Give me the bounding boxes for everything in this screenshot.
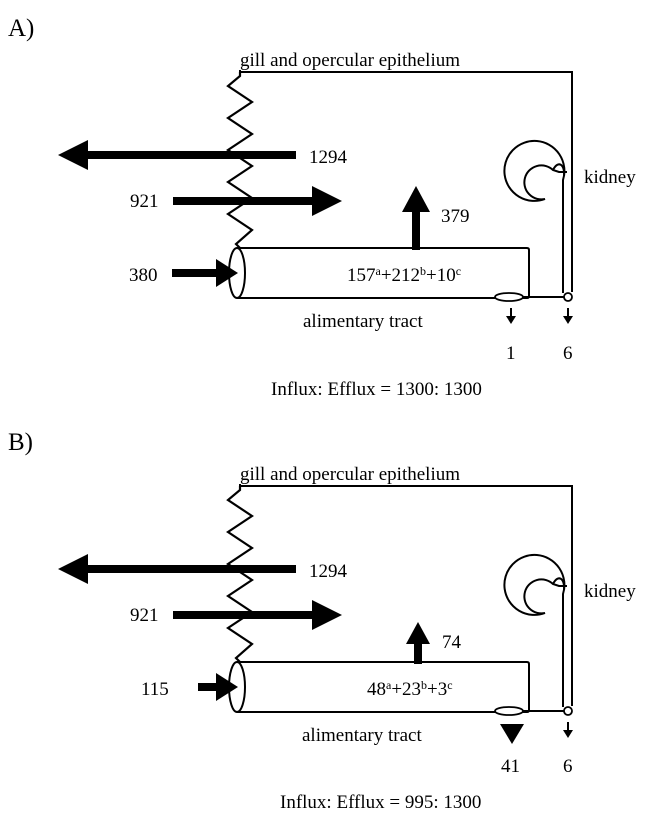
panel-a-label: A) xyxy=(8,15,34,42)
panel-a-gill-zigzag xyxy=(226,72,254,249)
panel-b: B) gill and opercular epithelium 1294 92… xyxy=(8,429,636,813)
panel-b-tract-excretion-arrow xyxy=(500,724,524,744)
panel-a-efflux-value: 1294 xyxy=(309,147,348,168)
panel-b-kidney-excretion-arrow xyxy=(563,722,573,738)
panel-b-outline xyxy=(239,484,573,706)
panel-b-absorption-value: 74 xyxy=(442,632,462,653)
panel-b-drinking-arrow xyxy=(198,673,238,701)
panel-a-outline xyxy=(239,70,573,292)
panel-b-absorption-arrow xyxy=(406,622,430,664)
panel-b-kidney-excretion-value: 6 xyxy=(563,756,573,777)
panel-b-label: B) xyxy=(8,429,33,456)
panel-b-membrane-label: gill and opercular epithelium xyxy=(240,464,460,485)
panel-a: A) gill and opercular epithelium 1294 92… xyxy=(8,15,636,400)
panel-a-tract-composition: 157a+212b+10c xyxy=(347,264,461,286)
panel-a-kidney-excretion-arrow xyxy=(563,308,573,324)
panel-b-tract-excretion-value: 41 xyxy=(501,756,520,777)
panel-a-membrane-label: gill and opercular epithelium xyxy=(240,50,460,71)
panel-a-balance: Influx: Efflux = 1300: 1300 xyxy=(271,379,482,400)
panel-b-efflux-value: 1294 xyxy=(309,561,348,582)
panel-b-gill-zigzag xyxy=(226,486,254,663)
panel-a-tract-excretion-value: 1 xyxy=(506,343,516,364)
panel-a-drinking-arrow xyxy=(172,259,238,287)
panel-a-influx-arrow xyxy=(173,186,342,216)
panel-a-tract-excretion-arrow xyxy=(506,308,516,324)
panel-b-tract-label: alimentary tract xyxy=(302,725,422,746)
panel-b-efflux-arrow xyxy=(58,554,296,584)
panel-b-tract-composition: 48a+23b+3c xyxy=(367,678,453,700)
panel-a-kidney-excretion-value: 6 xyxy=(563,343,573,364)
panel-a-absorption-value: 379 xyxy=(441,206,470,227)
panel-a-efflux-arrow xyxy=(58,140,296,170)
panel-a-tract-label: alimentary tract xyxy=(303,311,423,332)
panel-b-kidney-label: kidney xyxy=(584,581,636,602)
panel-a-kidney-label: kidney xyxy=(584,167,636,188)
panel-a-kidney xyxy=(503,139,573,302)
panel-a-absorption-arrow xyxy=(402,186,430,250)
panel-b-influx-arrow xyxy=(173,600,342,630)
panel-b-kidney xyxy=(503,553,573,716)
panel-b-drinking-value: 115 xyxy=(141,679,169,700)
panel-b-balance: Influx: Efflux = 995: 1300 xyxy=(280,792,481,813)
panel-a-drinking-value: 380 xyxy=(129,265,158,286)
panel-a-influx-value: 921 xyxy=(130,191,159,212)
panel-b-influx-value: 921 xyxy=(130,605,159,626)
